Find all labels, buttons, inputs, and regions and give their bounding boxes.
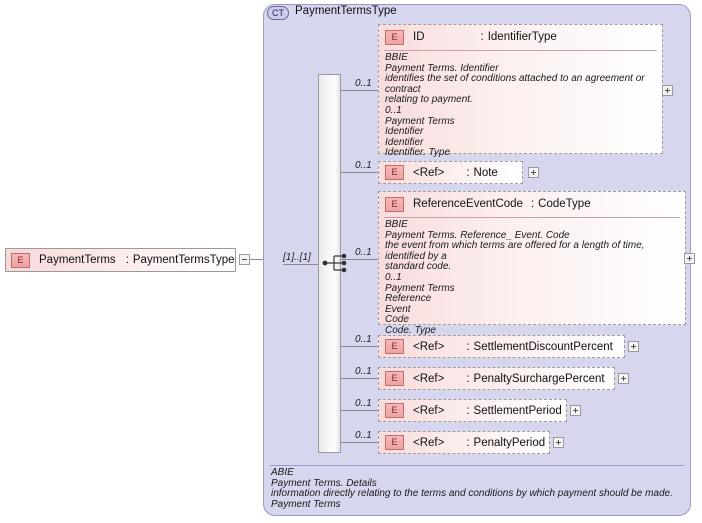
element-box-penalty-period[interactable]: E <Ref> : PenaltyPeriod (378, 431, 550, 454)
complex-type-documentation: ABIE Payment Terms. Details information … (271, 467, 673, 510)
root-element-box-payment-terms[interactable]: E PaymentTerms : PaymentTermsType (5, 248, 236, 272)
element-header-id: E ID : IdentifierType (379, 25, 662, 49)
expand-toggle-reference-event-code[interactable] (684, 253, 695, 264)
root-cardinality-label: [1]..[1] (283, 252, 311, 263)
element-type-icon: E (11, 252, 30, 268)
element-type-icon: E (385, 435, 404, 450)
element-name-penalty-surcharge-percent: <Ref> (413, 372, 445, 385)
complex-type-badge: CT (267, 6, 289, 20)
element-name-settlement-period: <Ref> (413, 404, 445, 417)
element-name-settlement-discount-percent: <Ref> (413, 340, 445, 353)
element-header-penalty-period: E <Ref> : PenaltyPeriod (379, 432, 549, 453)
element-box-reference-event-code[interactable]: E ReferenceEventCode : CodeType BBIE Pay… (378, 191, 686, 336)
element-box-note[interactable]: E <Ref> : Note (378, 161, 523, 184)
compositor-inbound-line (283, 264, 318, 265)
cardinality-label-settlement-discount-percent: 0..1 (355, 334, 372, 345)
root-element-type: PaymentTermsType (132, 254, 235, 266)
element-type-id: IdentifierType (487, 31, 557, 43)
element-type-icon: E (385, 403, 404, 418)
element-header-penalty-surcharge-percent: E <Ref> : PenaltySurchargePercent (379, 368, 614, 389)
cardinality-label-settlement-period: 0..1 (355, 398, 372, 409)
element-type-penalty-period: PenaltyPeriod (473, 436, 546, 449)
element-header-settlement-discount-percent: E <Ref> : SettlementDiscountPercent (379, 336, 624, 357)
connector-line-reference-event-code (341, 259, 378, 260)
element-documentation-id: BBIE Payment Terms. Identifier identifie… (385, 52, 645, 159)
element-separator-settlement-period: : (466, 404, 470, 417)
root-collapse-toggle[interactable] (239, 254, 250, 265)
connector-line-penalty-surcharge-percent (341, 378, 378, 379)
element-documentation-reference-event-code: BBIE Payment Terms. Reference_ Event. Co… (385, 219, 645, 336)
element-separator-penalty-period: : (466, 436, 470, 449)
footer-divider (270, 465, 684, 466)
root-connector-line (250, 259, 263, 260)
cardinality-label-note: 0..1 (355, 160, 372, 171)
element-header-reference-event-code: E ReferenceEventCode : CodeType (379, 192, 685, 216)
connector-line-id (341, 90, 378, 91)
expand-toggle-note[interactable] (528, 167, 539, 178)
expand-toggle-id[interactable] (662, 85, 673, 96)
element-separator-settlement-discount-percent: : (466, 340, 470, 353)
element-type-settlement-discount-percent: SettlementDiscountPercent (473, 340, 613, 353)
complex-type-title: PaymentTermsType (295, 5, 397, 17)
element-type-settlement-period: SettlementPeriod (473, 404, 562, 417)
element-type-icon: E (385, 29, 404, 45)
element-separator-note: : (466, 166, 470, 179)
element-box-settlement-period[interactable]: E <Ref> : SettlementPeriod (378, 399, 567, 422)
element-type-icon: E (385, 339, 404, 354)
expand-toggle-penalty-period[interactable] (553, 437, 564, 448)
element-divider-id (384, 50, 657, 51)
cardinality-label-penalty-surcharge-percent: 0..1 (355, 366, 372, 377)
cardinality-label-id: 0..1 (355, 78, 372, 89)
sequence-compositor-icon (322, 252, 350, 274)
connector-line-settlement-period (341, 410, 378, 411)
element-name-penalty-period: <Ref> (413, 436, 445, 449)
expand-toggle-settlement-discount-percent[interactable] (628, 341, 639, 352)
connector-line-settlement-discount-percent (341, 346, 378, 347)
element-type-icon: E (385, 371, 404, 386)
connector-line-penalty-period (341, 442, 378, 443)
element-type-icon: E (385, 196, 404, 212)
root-element-name: PaymentTerms (39, 254, 116, 266)
element-name-id: ID (413, 31, 425, 43)
root-element-bar: E PaymentTerms : PaymentTermsType (6, 249, 235, 271)
expand-toggle-settlement-period[interactable] (570, 405, 581, 416)
element-header-note: E <Ref> : Note (379, 162, 522, 183)
element-header-settlement-period: E <Ref> : SettlementPeriod (379, 400, 566, 421)
element-divider-reference-event-code (384, 217, 680, 218)
cardinality-label-penalty-period: 0..1 (355, 430, 372, 441)
cardinality-label-reference-event-code: 0..1 (355, 247, 372, 258)
element-box-id[interactable]: E ID : IdentifierType BBIE Payment Terms… (378, 24, 663, 158)
element-name-reference-event-code: ReferenceEventCode (413, 198, 523, 210)
connector-line-note (341, 172, 378, 173)
element-type-note: Note (473, 166, 498, 179)
element-box-penalty-surcharge-percent[interactable]: E <Ref> : PenaltySurchargePercent (378, 367, 615, 390)
expand-toggle-penalty-surcharge-percent[interactable] (618, 373, 629, 384)
element-name-note: <Ref> (413, 166, 445, 179)
element-separator-penalty-surcharge-percent: : (466, 372, 470, 385)
element-box-settlement-discount-percent[interactable]: E <Ref> : SettlementDiscountPercent (378, 335, 625, 358)
element-separator-id: : (480, 31, 484, 43)
element-type-icon: E (385, 165, 404, 180)
element-type-reference-event-code: CodeType (538, 198, 591, 210)
element-separator-reference-event-code: : (530, 198, 535, 210)
element-type-penalty-surcharge-percent: PenaltySurchargePercent (473, 372, 605, 385)
root-element-separator: : (125, 254, 129, 266)
